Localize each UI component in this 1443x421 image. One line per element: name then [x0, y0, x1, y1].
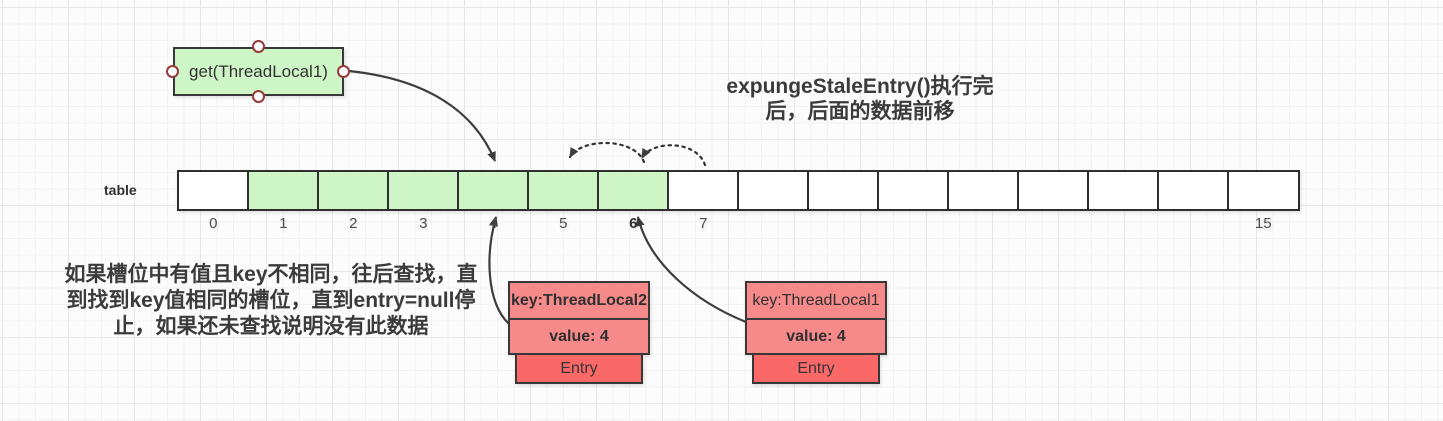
entry2-key-row[interactable]: key:ThreadLocal2	[508, 281, 650, 320]
table-cell[interactable]: 5	[527, 170, 600, 232]
entry2-key-label: key:ThreadLocal2	[510, 291, 648, 309]
shift-arc-7-to-6[interactable]	[640, 144, 707, 167]
entry1-tag[interactable]: Entry	[752, 353, 880, 384]
table-cell[interactable]: 2	[317, 170, 390, 232]
entry1-value-row[interactable]: value: 4	[745, 318, 887, 355]
cell-index-label: 15	[1254, 215, 1272, 232]
entry1-tag-label: Entry	[797, 359, 835, 377]
table-cell[interactable]	[1087, 170, 1160, 211]
selection-handle-top[interactable]	[251, 40, 265, 53]
selection-handle-left[interactable]	[166, 64, 179, 78]
entry2-tag[interactable]: Entry	[515, 353, 643, 384]
table-cell[interactable]: 1	[247, 170, 320, 232]
get-threadlocal-label: get(ThreadLocal1)	[189, 61, 328, 81]
expunge-note[interactable]: expungeStaleEntry()执行完 后，后面的数据前移	[640, 74, 1080, 124]
table-cell[interactable]	[947, 170, 1020, 211]
selection-handle-right[interactable]	[337, 64, 350, 78]
table-cell[interactable]	[1017, 170, 1090, 211]
entry1-to-cell6-arrow[interactable]	[635, 216, 747, 324]
entry-box-threadlocal2[interactable]: key:ThreadLocal2 value: 4 Entry	[508, 281, 650, 384]
entry1-key-label: key:ThreadLocal1	[752, 291, 880, 309]
shift-arc-6-to-5[interactable]	[568, 141, 646, 164]
lookup-rule-note[interactable]: 如果槽位中有值且key不相同，往后查找，直 到找到key值相同的槽位，直到ent…	[30, 262, 512, 340]
entry1-key-row[interactable]: key:ThreadLocal1	[745, 281, 887, 320]
cell-index-label: 3	[419, 215, 428, 232]
table-cell[interactable]: 6	[597, 170, 670, 232]
expunge-note-line1: expungeStaleEntry()执行完	[726, 75, 994, 98]
table-cell[interactable]: 0	[177, 170, 250, 232]
expunge-note-line2: 后，后面的数据前移	[765, 100, 955, 123]
get-threadlocal-node[interactable]: get(ThreadLocal1)	[173, 47, 344, 96]
get-to-cell4-arrow[interactable]	[348, 69, 497, 162]
entry1-value-label: value: 4	[786, 327, 846, 345]
lookup-rule-line3: 止，如果还未查找说明没有此数据	[113, 315, 429, 338]
cell-index-label: 7	[699, 215, 708, 232]
table-cell[interactable]: 4	[457, 170, 530, 232]
table-cell[interactable]: 3	[387, 170, 460, 232]
lookup-rule-line1: 如果槽位中有值且key不相同，往后查找，直	[64, 263, 478, 286]
lookup-rule-line2: 到找到key值相同的槽位，直到entry=null停	[66, 289, 476, 312]
cell-index-label: 0	[209, 215, 218, 232]
table-label: table	[104, 182, 137, 198]
table-cell[interactable]: 15	[1227, 170, 1300, 232]
table-cell[interactable]: 7	[667, 170, 740, 232]
entry2-value-row[interactable]: value: 4	[508, 318, 650, 355]
cell-index-label: 6	[629, 215, 638, 232]
entry-box-threadlocal1[interactable]: key:ThreadLocal1 value: 4 Entry	[745, 281, 887, 384]
cell-index-label: 5	[559, 215, 568, 232]
array-table[interactable]: 0 1 2 3 4 5 6 7 15	[177, 170, 1300, 232]
table-cell[interactable]	[1157, 170, 1230, 211]
table-cell[interactable]	[737, 170, 810, 211]
cell-index-label: 1	[279, 215, 288, 232]
selection-handle-bottom[interactable]	[251, 89, 265, 103]
entry2-tag-label: Entry	[560, 359, 598, 377]
table-cell[interactable]	[807, 170, 880, 211]
entry2-value-label: value: 4	[549, 327, 609, 345]
table-cell[interactable]	[877, 170, 950, 211]
cell-index-label: 2	[349, 215, 358, 232]
cell-index-label: 4	[489, 215, 498, 232]
